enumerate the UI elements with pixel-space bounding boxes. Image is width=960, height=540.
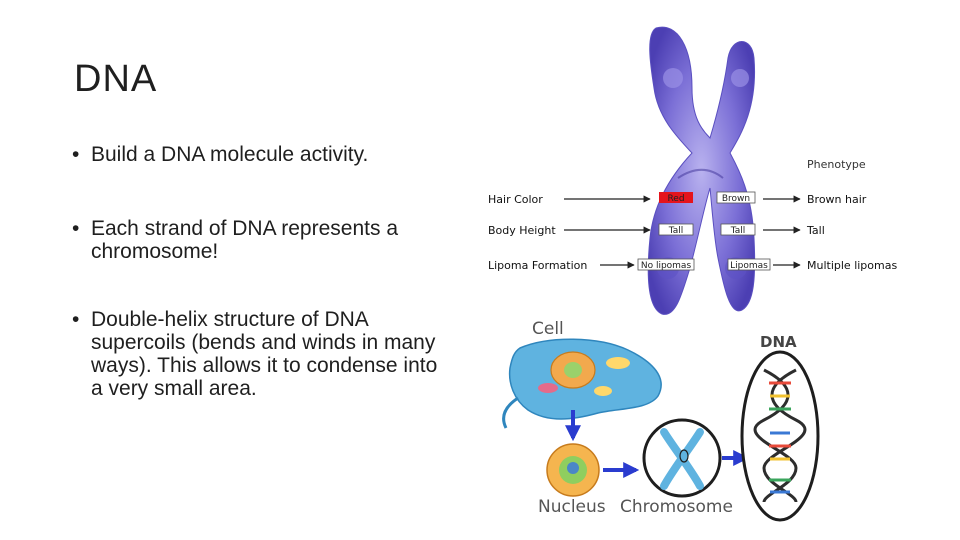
- bullet-item: Double-helix structure of DNA supercoils…: [72, 308, 452, 400]
- phenotype-header: Phenotype: [807, 158, 866, 171]
- trait-label: Lipoma Formation: [488, 259, 587, 272]
- left-allele-tag: Red: [667, 194, 684, 204]
- bullet-item: Build a DNA molecule activity.: [72, 143, 452, 166]
- slide-title: DNA: [74, 58, 158, 100]
- phenotype-value: Brown hair: [807, 193, 867, 206]
- trait-row: Lipoma Formation No lipomas Lipomas Mult…: [488, 258, 897, 272]
- bullet-item: Each strand of DNA represents a chromoso…: [72, 217, 452, 263]
- nucleus-label: Nucleus: [538, 497, 606, 517]
- left-allele-tag: No lipomas: [641, 261, 692, 271]
- bullet-list: Build a DNA molecule activity. Each stra…: [72, 143, 452, 400]
- trait-row: Body Height Tall Tall Tall: [488, 223, 825, 237]
- trait-row: Hair Color Red Brown Brown hair: [488, 191, 867, 206]
- trait-label: Hair Color: [488, 193, 543, 206]
- cell-image: [502, 338, 662, 429]
- right-allele-tag: Tall: [730, 226, 746, 236]
- chromosome-label: Chromosome: [620, 497, 733, 517]
- right-allele-tag: Lipomas: [730, 261, 768, 271]
- chromosome-image: [647, 26, 756, 315]
- right-allele-tag: Brown: [722, 194, 750, 204]
- left-allele-tag: Tall: [668, 226, 684, 236]
- allele-highlight: [659, 192, 693, 203]
- trait-label: Body Height: [488, 224, 556, 237]
- phenotype-value: Multiple lipomas: [807, 259, 897, 272]
- nucleus-image: [546, 443, 600, 497]
- dna-label: DNA: [760, 333, 797, 351]
- cell-label: Cell: [532, 319, 564, 339]
- dna-image: [740, 350, 820, 522]
- genetics-illustration: Phenotype Hair Color Red Brown Brown hai…: [488, 26, 897, 522]
- phenotype-value: Tall: [806, 224, 825, 237]
- chromosome-circle-image: [642, 418, 722, 498]
